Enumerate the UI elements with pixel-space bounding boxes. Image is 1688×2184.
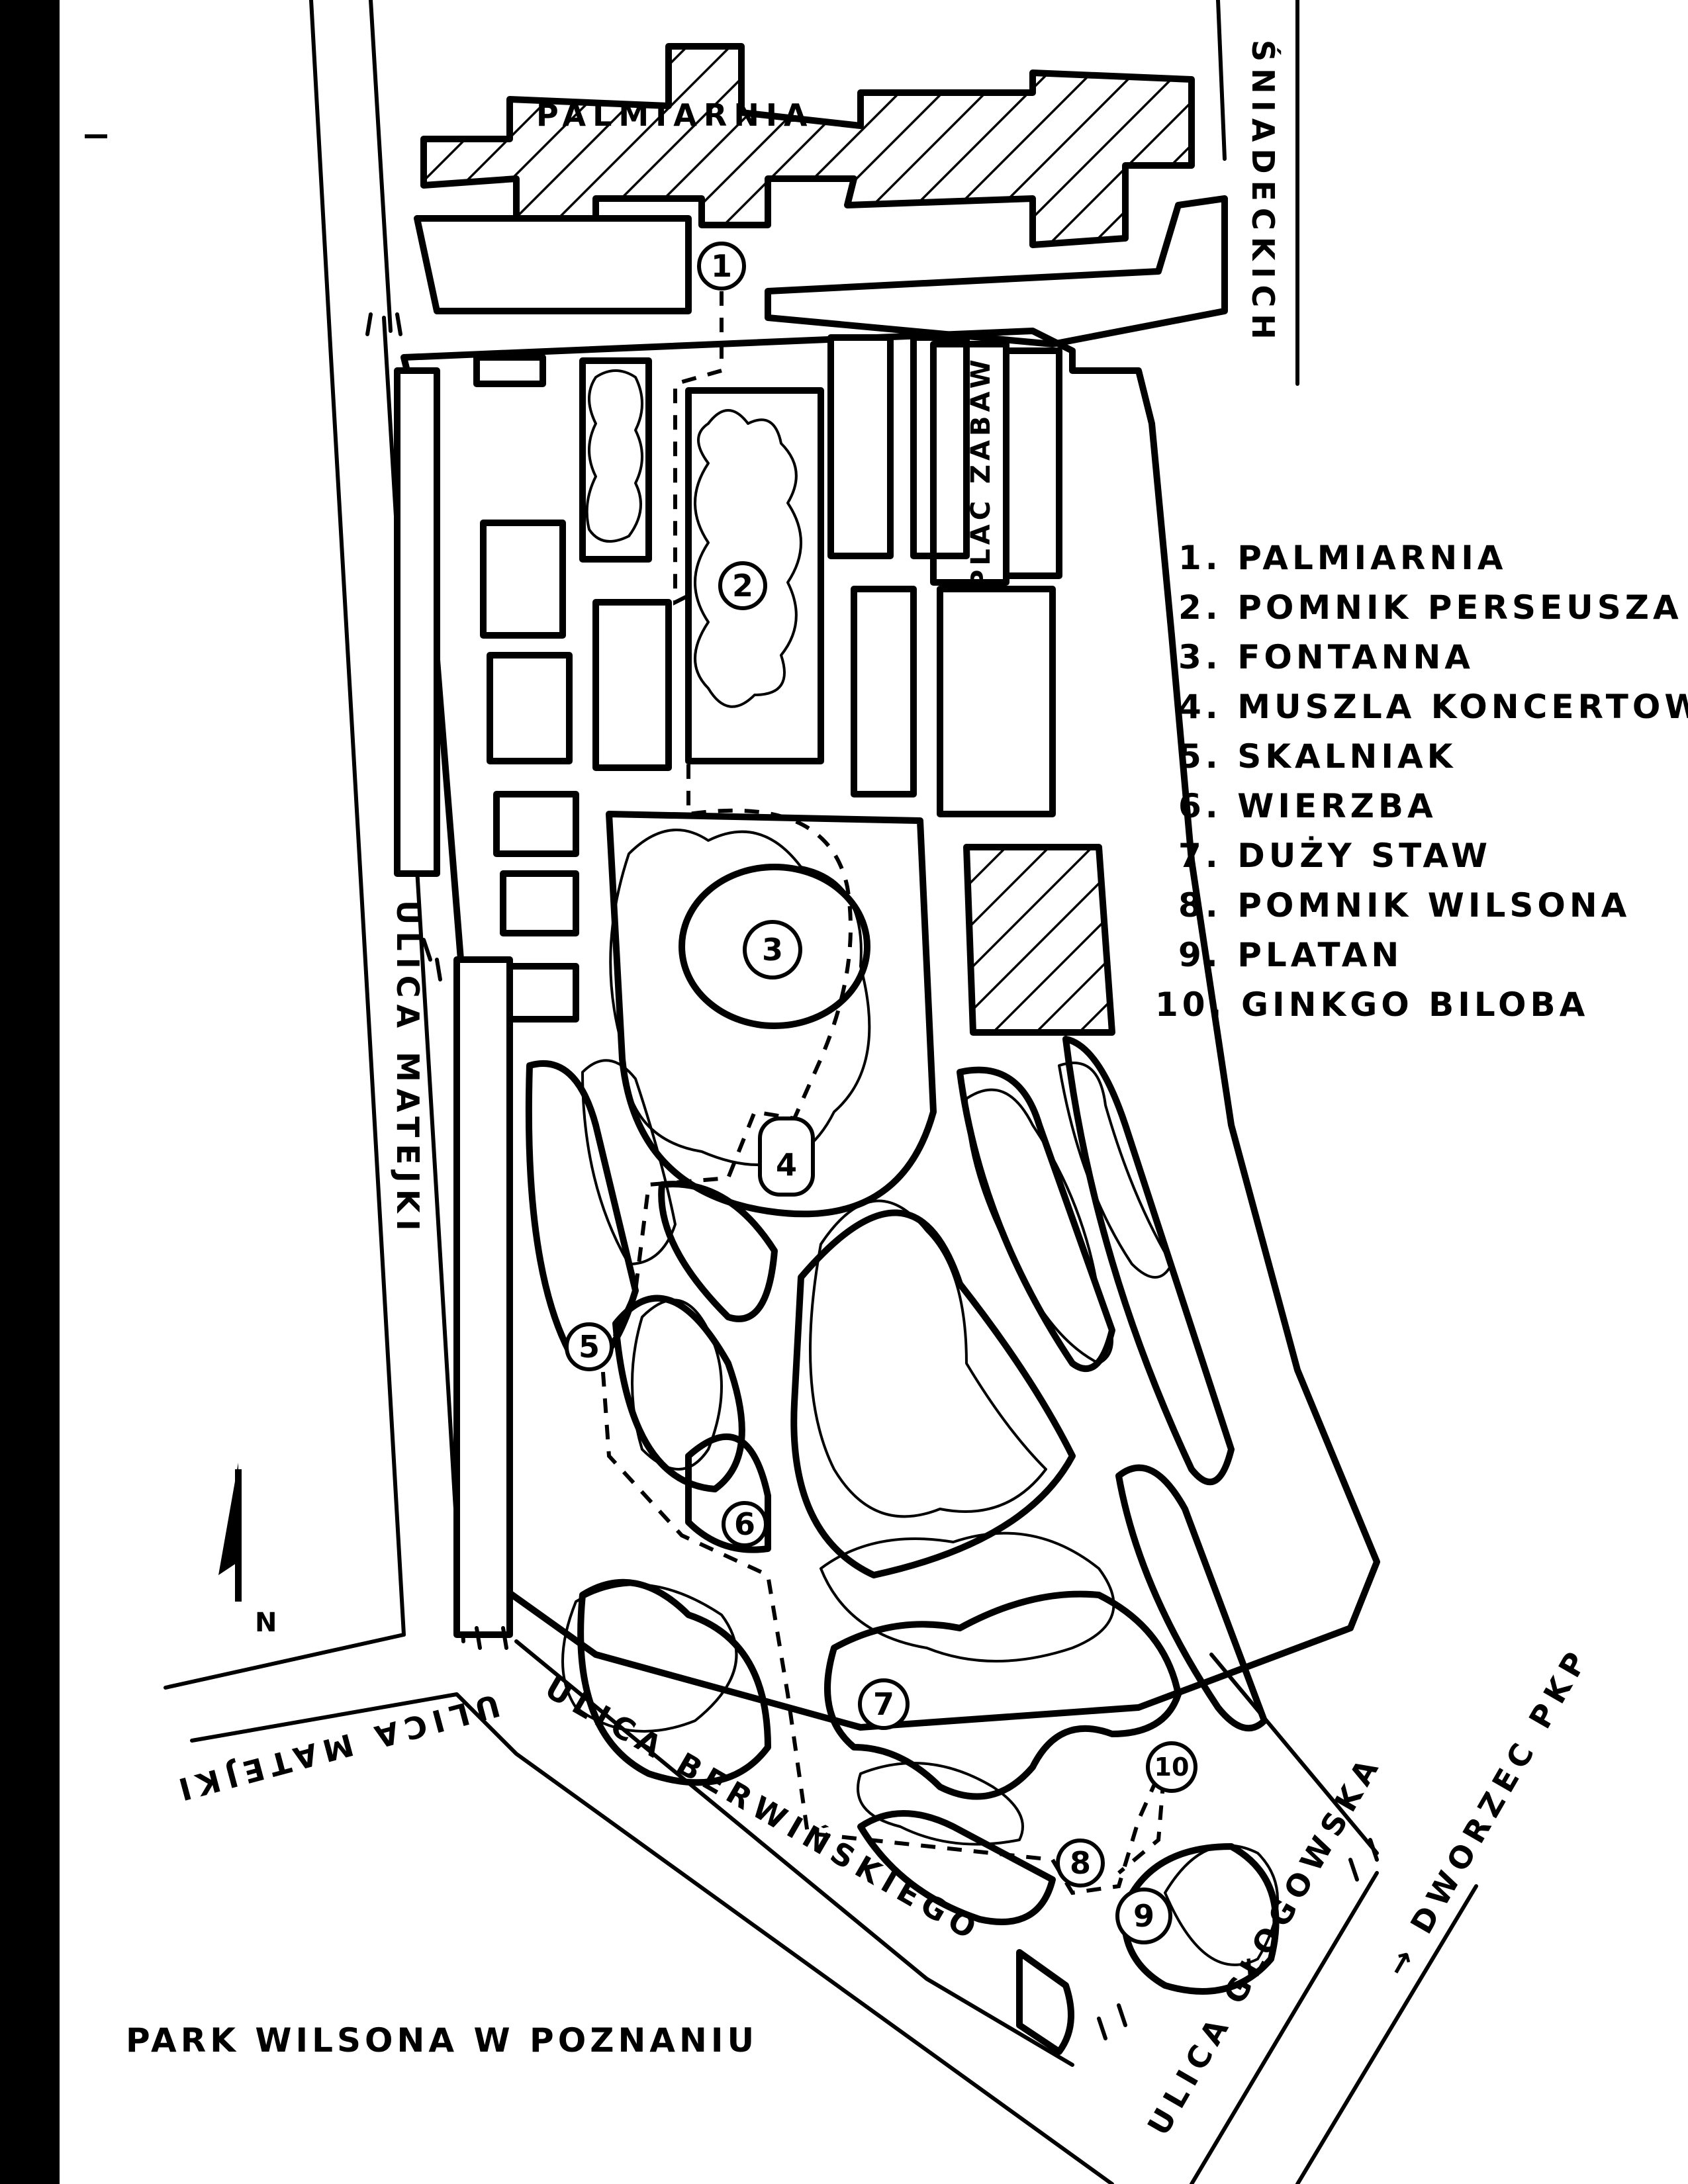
west-pond <box>577 1578 771 1786</box>
svg-text:2: 2 <box>732 568 753 604</box>
legend-item-9: 9. PLATAN <box>1178 936 1403 974</box>
south-pond <box>857 1810 1056 1925</box>
north-label: N <box>255 1608 281 1638</box>
center-large-bed <box>790 1209 1076 1578</box>
svg-text:10: 10 <box>1154 1752 1190 1782</box>
plac-zabaw-label: PLAC ZABAW <box>966 355 996 589</box>
location-markers: 1 2 3 4 5 6 7 8 9 10 <box>565 242 1197 1944</box>
scan-left-border <box>0 0 60 2184</box>
center-north-bed <box>658 1181 778 1322</box>
legend-item-3: 3. FONTANNA <box>1178 638 1474 676</box>
marker-1[interactable]: 1 <box>697 242 746 291</box>
legend-item-6: 6. WIERZBA <box>1178 787 1437 825</box>
north-walk-right <box>765 195 1228 347</box>
marker-9[interactable]: 9 <box>1115 1888 1172 1944</box>
marker-2[interactable]: 2 <box>718 561 767 610</box>
marker-4[interactable]: 4 <box>758 1116 815 1197</box>
legend-item-8: 8. POMNIK WILSONA <box>1178 886 1630 925</box>
street-glogowska: ULICA GŁOGOWSKA <box>1141 1747 1389 2141</box>
southeast-bed <box>1115 1464 1268 1732</box>
svg-text:5: 5 <box>579 1329 600 1365</box>
east-curved-bed <box>957 1066 1115 1373</box>
marker-3[interactable]: 3 <box>743 920 802 979</box>
street-matejki-lower: ULICA MATEJKI <box>169 1687 504 1809</box>
legend-item-4: 4. MUSZLA KONCERTOWA <box>1178 688 1688 726</box>
east-strip-bed <box>1062 1036 1235 1486</box>
svg-text:9: 9 <box>1133 1898 1154 1934</box>
plac-zabaw-area <box>930 341 1009 586</box>
street-matejki-vertical: ULICA MATEJKI <box>390 900 426 1238</box>
palmiarnia-label: PALMIARNIA <box>536 97 814 133</box>
center-west-bed <box>612 1295 745 1492</box>
south-lobe <box>1016 1949 1074 2055</box>
svg-text:4: 4 <box>776 1147 797 1183</box>
center-triangle-bed <box>685 1433 771 1553</box>
north-arrow: N <box>218 1463 281 1638</box>
legend-item-2: 2. POMNIK PERSEUSZA <box>1178 588 1683 627</box>
legend-item-1: 1. PALMIARNIA <box>1178 539 1507 577</box>
svg-text:1: 1 <box>711 248 732 284</box>
marker-10[interactable]: 10 <box>1146 1741 1197 1793</box>
legend: 1. PALMIARNIA 2. POMNIK PERSEUSZA 3. FON… <box>1155 539 1688 1024</box>
large-pond <box>824 1590 1182 1800</box>
walking-route <box>600 291 1167 1895</box>
tree-canopies <box>561 369 1279 1966</box>
marker-5[interactable]: 5 <box>565 1322 614 1371</box>
north-walk-left <box>414 215 692 314</box>
marker-6[interactable]: 6 <box>722 1501 768 1547</box>
legend-item-7: 7. DUŻY STAW <box>1178 837 1491 875</box>
marker-7[interactable]: 7 <box>858 1678 910 1730</box>
svg-text:7: 7 <box>873 1686 894 1722</box>
legend-item-5: 5. SKALNIAK <box>1178 737 1456 776</box>
street-dworzec: → DWORZEC PKP <box>1379 1641 1597 1983</box>
map-title: PARK WILSONA W POZNANIU <box>126 2021 758 2060</box>
svg-text:8: 8 <box>1070 1845 1091 1881</box>
hatched-area <box>963 844 1115 1036</box>
svg-text:6: 6 <box>734 1506 755 1542</box>
park-gates <box>365 312 1379 2040</box>
legend-item-10: 10. GINKGO BILOBA <box>1155 985 1589 1024</box>
palmiarnia-building <box>420 43 1195 248</box>
street-sniadeckich: ŚNIADECKICH <box>1245 40 1281 346</box>
svg-text:3: 3 <box>762 932 783 968</box>
fountain-basin <box>679 864 870 1029</box>
platan-area <box>1121 1843 1280 1995</box>
marker-8[interactable]: 8 <box>1056 1839 1105 1888</box>
fountain-plaza <box>606 811 937 1218</box>
